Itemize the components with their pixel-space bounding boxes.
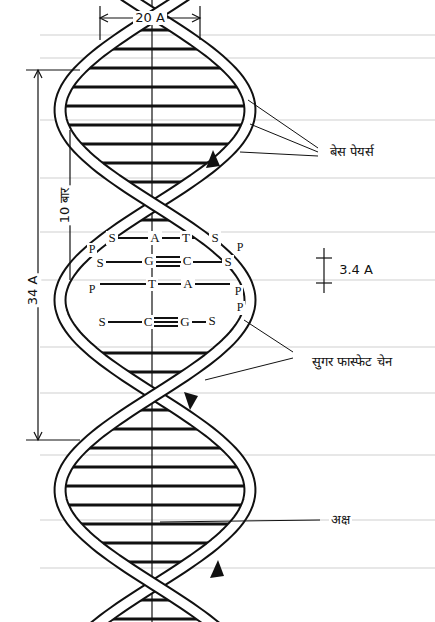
- base-letter: C: [142, 315, 155, 330]
- base-pair-rung: [79, 143, 232, 146]
- base-letter: A: [181, 277, 194, 292]
- scan-line: [40, 120, 435, 121]
- base-pair-rung: [71, 86, 239, 89]
- strand-outline: [60, 0, 250, 622]
- base-letter: S: [206, 314, 217, 329]
- base-letter: G: [178, 315, 191, 330]
- base-pair-rung: [98, 162, 212, 165]
- base-pair-rung: [124, 181, 187, 184]
- strand-outline: [60, 0, 250, 622]
- base-letter: S: [94, 256, 105, 271]
- base-pair-rungs: [64, 30, 246, 619]
- strand-fill: [60, 0, 250, 622]
- base-letter: S: [96, 315, 107, 330]
- base-pair-rung: [86, 447, 224, 450]
- base-pair-rung: [79, 523, 232, 526]
- leader-line: [248, 100, 318, 148]
- bond-line: [100, 321, 212, 323]
- base-pair-rung: [71, 466, 239, 469]
- dimension-arrow: [100, 14, 108, 22]
- leader-line: [250, 124, 318, 152]
- bond-line: [100, 283, 230, 285]
- bond-line: [156, 265, 180, 267]
- bond-line: [154, 325, 179, 327]
- strand-arrow: [210, 560, 224, 578]
- base-pair-rung: [108, 48, 201, 51]
- helix-axis: [151, 0, 152, 622]
- base-letter: G: [142, 254, 155, 269]
- base-pair-rung: [86, 67, 224, 70]
- sugar-phosphate-strands: [60, 0, 250, 622]
- dimension-label: 20 A: [133, 11, 167, 26]
- dimension-arrow: [34, 70, 42, 78]
- dimension-tick: [199, 6, 200, 40]
- leader-line: [205, 358, 293, 380]
- base-letter: P: [235, 241, 246, 255]
- base-pair-rung: [67, 504, 243, 507]
- dimension-tick: [26, 69, 80, 70]
- base-letter: C: [181, 254, 194, 269]
- strand-arrows: [184, 150, 224, 578]
- base-pair-rung: [64, 485, 246, 488]
- part-label: अक्ष: [329, 513, 352, 528]
- dimension-line: [37, 70, 38, 440]
- dimension-line: [323, 248, 324, 293]
- dimension-lines: [26, 6, 332, 440]
- scan-line: [40, 568, 435, 569]
- base-pair-rung: [124, 561, 187, 564]
- base-letter: P: [235, 301, 246, 315]
- base-pair-rung: [108, 428, 201, 431]
- strand-arrow: [206, 150, 220, 168]
- strand-fill: [60, 0, 250, 622]
- base-pair-rung: [98, 542, 212, 545]
- bond-line: [154, 317, 179, 319]
- scan-line: [40, 35, 435, 36]
- scan-line: [40, 178, 435, 179]
- bond-line: [98, 261, 228, 263]
- base-letter: S: [209, 231, 220, 246]
- base-letter: P: [233, 285, 244, 299]
- base-letter: S: [222, 255, 233, 270]
- dimension-label: 34 A: [27, 273, 42, 307]
- base-pair-rung: [124, 371, 187, 374]
- bond-line: [156, 256, 180, 258]
- dimension-tick: [26, 439, 80, 440]
- leader-line: [160, 520, 320, 522]
- base-pair-rung: [108, 618, 201, 621]
- base-letter: T: [146, 277, 158, 292]
- part-label: सुगर फास्फेट चेन: [310, 355, 393, 370]
- base-pair-rung: [64, 105, 246, 108]
- base-pair-rung: [67, 124, 243, 127]
- scan-line: [40, 232, 435, 233]
- base-pair-rung: [98, 352, 212, 355]
- scan-line: [40, 393, 435, 394]
- base-letter: A: [148, 231, 161, 246]
- leader-line: [244, 320, 293, 352]
- base-letter: P: [87, 283, 98, 297]
- dimension-arrow: [34, 432, 42, 440]
- part-label: बेस पेयर्स: [328, 145, 376, 160]
- leader-line: [240, 152, 318, 156]
- dimension-tick: [99, 6, 100, 40]
- dimension-arrow: [192, 14, 200, 22]
- base-letter: T: [180, 231, 192, 246]
- dimension-label: 10 बार: [59, 185, 74, 225]
- leader-lines: [160, 100, 320, 522]
- dimension-label: 3.4 A: [337, 263, 375, 278]
- strand-arrow: [184, 392, 198, 410]
- scan-line: [40, 347, 435, 348]
- scan-lines: [40, 35, 435, 568]
- base-letter: S: [106, 231, 117, 246]
